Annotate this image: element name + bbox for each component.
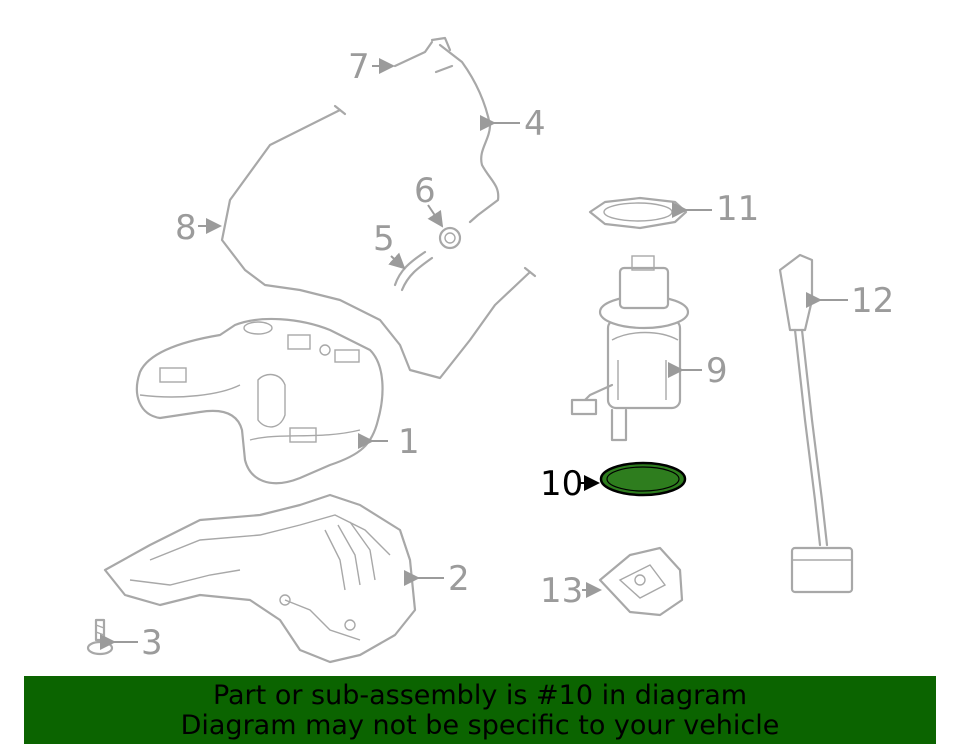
part-filler-hose — [430, 36, 500, 224]
part-fuel-pump-module — [570, 255, 690, 442]
callout-2: 2 — [448, 559, 470, 599]
callout-11: 11 — [716, 189, 759, 229]
callout-8: 8 — [175, 208, 197, 248]
callout-arrows — [100, 58, 848, 650]
banner-line-1: Part or sub-assembly is #10 in diagram — [212, 680, 748, 711]
callout-5: 5 — [373, 219, 395, 259]
part-fuel-tank — [135, 317, 384, 485]
part-tether — [393, 40, 434, 68]
callout-7: 7 — [348, 47, 370, 87]
part-hose-small — [393, 250, 434, 292]
callout-4: 4 — [524, 104, 546, 144]
part-bolt — [86, 618, 114, 656]
info-banner: Part or sub-assembly is #10 in diagram D… — [24, 676, 936, 744]
callout-13: 13 — [540, 571, 583, 611]
part-clamp — [438, 226, 462, 250]
part-lock-ring — [588, 196, 688, 230]
callout-6: 6 — [414, 171, 436, 211]
part-level-sender — [778, 253, 854, 594]
callout-10: 10 — [540, 464, 583, 504]
callout-12: 12 — [851, 281, 894, 321]
banner-line-2: Diagram may not be specific to your vehi… — [180, 710, 780, 741]
callout-3: 3 — [141, 623, 163, 663]
callout-1: 1 — [398, 422, 420, 462]
part-vapor-line — [220, 104, 537, 380]
part-bracket — [598, 546, 684, 617]
part-seal-highlighted — [599, 461, 687, 497]
callout-9: 9 — [706, 351, 728, 391]
part-heat-shield — [103, 493, 417, 664]
